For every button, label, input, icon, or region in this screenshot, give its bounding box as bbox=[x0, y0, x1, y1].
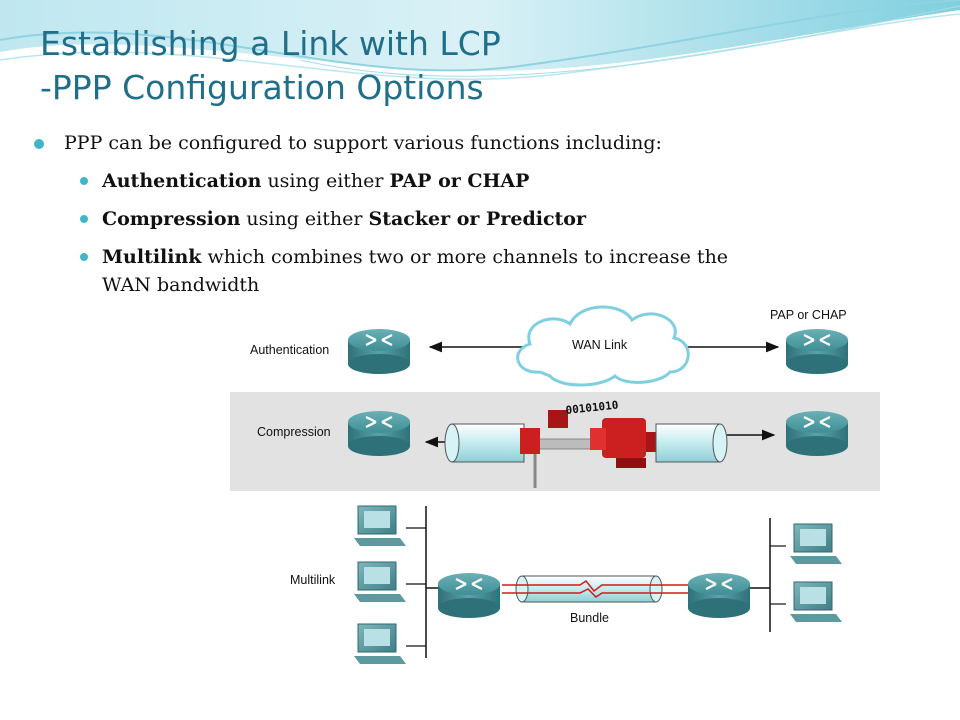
bullet-text: using either bbox=[240, 208, 369, 230]
wan-link-label: WAN Link bbox=[572, 338, 628, 352]
router-icon bbox=[438, 573, 500, 618]
multilink-label: Multilink bbox=[290, 573, 336, 587]
computer-icon bbox=[790, 581, 842, 622]
computer-icon bbox=[354, 505, 406, 546]
bundle-channels bbox=[502, 579, 692, 598]
compression-tube-left bbox=[444, 423, 525, 463]
ppp-options-diagram: Authentication WAN Link PAP or CHAP Comp… bbox=[230, 305, 880, 664]
compression-label: Compression bbox=[257, 425, 331, 439]
bullet-dot bbox=[80, 215, 88, 223]
compression-tube-right bbox=[655, 423, 728, 463]
authentication-label: Authentication bbox=[250, 343, 329, 357]
slide-title-line1: Establishing a Link with LCP bbox=[40, 24, 501, 63]
computer-icon bbox=[354, 561, 406, 602]
router-icon bbox=[688, 573, 750, 618]
header-wave-decoration bbox=[0, 0, 960, 80]
bullet-text: which combines two or more channels to i… bbox=[201, 246, 729, 268]
pap-chap-label: PAP or CHAP bbox=[770, 308, 847, 322]
bundle-label: Bundle bbox=[570, 611, 609, 625]
bullet-dot bbox=[80, 177, 88, 185]
bullet-term: Authentication bbox=[102, 170, 262, 192]
compression-bullet: Compression using either Stacker or Pred… bbox=[102, 205, 586, 233]
multilink-bullet: Multilink which combines two or more cha… bbox=[102, 243, 728, 299]
bullet-dot bbox=[80, 253, 88, 261]
bullet-text: WAN bandwidth bbox=[102, 274, 260, 296]
computer-icon bbox=[790, 523, 842, 564]
bullet-text: using either bbox=[261, 170, 390, 192]
bullet-term: PAP or CHAP bbox=[389, 170, 530, 192]
vise-icon bbox=[520, 410, 658, 468]
slide-title: Establishing a Link with LCP -PPP Config… bbox=[40, 22, 501, 110]
router-icon bbox=[348, 329, 410, 374]
intro-bullet: PPP can be configured to support various… bbox=[64, 132, 662, 154]
bits-label: 00101010 bbox=[565, 399, 619, 417]
router-icon bbox=[348, 411, 410, 456]
router-icon bbox=[786, 329, 848, 374]
bullet-dot bbox=[34, 139, 44, 149]
bullet-term: Stacker or Predictor bbox=[368, 208, 586, 230]
wan-cloud-icon bbox=[516, 305, 690, 387]
bullet-term: Multilink bbox=[102, 246, 202, 268]
computer-icon bbox=[354, 623, 406, 664]
bullet-term: Compression bbox=[102, 208, 241, 230]
router-icon bbox=[786, 411, 848, 456]
slide-title-line2: -PPP Configuration Options bbox=[40, 68, 484, 107]
authentication-bullet: Authentication using either PAP or CHAP bbox=[102, 167, 529, 195]
